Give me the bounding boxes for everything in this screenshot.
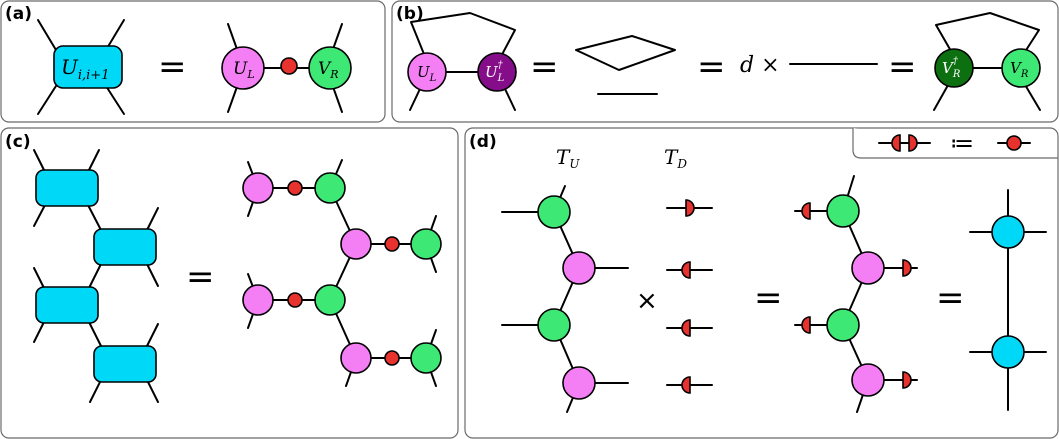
singular-values-node-d — [1006, 135, 1022, 151]
ul-symbol: UL — [233, 59, 255, 81]
panel-b-label: (b) — [396, 4, 424, 24]
tu-chain — [501, 185, 629, 413]
singular-values-node-c — [287, 180, 303, 196]
times-sign: × — [636, 286, 658, 316]
vr-dagger-symbol: V†R — [942, 56, 961, 80]
inset-frame — [852, 128, 1058, 159]
vr-node-c — [410, 228, 442, 260]
two-site-gate-node — [53, 45, 123, 89]
combined-half-node — [902, 259, 912, 277]
tu-symbol: TU — [556, 145, 580, 171]
td-column — [666, 199, 713, 394]
panel-a: (a) Ui,i+1 = UL VR — [0, 0, 386, 123]
vr-node-c — [314, 172, 346, 204]
equals-sign-b3: = — [888, 47, 917, 87]
vr-node — [308, 46, 352, 90]
equals-sign-b2: = — [697, 47, 726, 87]
ul-dagger-node — [477, 52, 517, 92]
ul-node-c — [242, 172, 274, 204]
ul-dagger-symbol: U†L — [485, 60, 505, 84]
combined-half-node — [902, 371, 912, 389]
td-half-node — [681, 319, 691, 337]
vr-node-c — [410, 342, 442, 374]
half-node-right — [908, 134, 918, 152]
singular-values-node-c — [384, 236, 400, 252]
vr-symbol-b: VR — [1010, 59, 1029, 80]
ul-symbol-b: UL — [417, 63, 437, 84]
reduced-chain — [969, 189, 1047, 411]
combined-vr-node — [826, 194, 860, 228]
ul-node-b — [407, 52, 447, 92]
ul-node-c — [340, 228, 372, 260]
gate-symbol: Ui,i+1 — [61, 55, 109, 83]
closed-loop — [575, 35, 676, 71]
td-half-node — [685, 199, 695, 217]
combined-vr-node — [826, 308, 860, 342]
brick-wall-circuit — [33, 149, 159, 403]
equals-sign-d1: = — [754, 278, 783, 318]
equals-sign: = — [158, 47, 187, 87]
td-half-node — [681, 376, 691, 394]
defines-symbol: ≔ — [950, 129, 974, 157]
td-symbol: TD — [664, 145, 687, 171]
equals-sign-b1: = — [530, 47, 559, 87]
ul-node — [221, 46, 265, 90]
combined-chain — [794, 175, 918, 413]
panel-a-frame — [0, 0, 386, 123]
panel-d-frame — [464, 127, 1059, 439]
gate-node — [35, 169, 99, 207]
combined-half-node — [801, 316, 811, 334]
panel-d: (d) ≔ TU TD — [464, 127, 1059, 439]
vr-node-c — [314, 284, 346, 316]
combined-ul-node — [851, 363, 885, 397]
vr-symbol: VR — [318, 59, 339, 81]
tu-vr-node — [537, 308, 571, 342]
panel-b-frame — [391, 0, 1059, 123]
gate-node — [93, 345, 157, 383]
panel-b: (b) UL U†L = = d × = V†R VR — [391, 0, 1059, 123]
tu-vr-node — [537, 195, 571, 229]
singular-values-node — [280, 57, 298, 75]
ul-node-c — [340, 342, 372, 374]
tu-ul-node — [562, 366, 596, 400]
equals-sign-d2: = — [936, 278, 965, 318]
gate-node — [93, 228, 157, 266]
reduced-node — [991, 215, 1025, 249]
panel-a-label: (a) — [5, 4, 32, 24]
panel-c-label: (c) — [5, 132, 31, 152]
td-half-node — [681, 261, 691, 279]
equals-sign-c: = — [186, 257, 215, 297]
combined-ul-node — [851, 251, 885, 285]
singular-values-node-c — [287, 292, 303, 308]
vr-dagger-node — [934, 48, 974, 88]
definition-inset: ≔ — [852, 128, 1058, 159]
ul-node-c — [242, 284, 274, 316]
half-node-left — [891, 134, 901, 152]
vr-node-b — [1001, 48, 1041, 88]
singular-values-node-c — [384, 350, 400, 366]
reduced-node — [991, 335, 1025, 369]
dimension-factor: d × — [740, 53, 780, 78]
gate-node — [35, 286, 99, 324]
tu-ul-node — [562, 251, 596, 285]
panel-d-label: (d) — [469, 132, 497, 152]
combined-half-node — [801, 202, 811, 220]
panel-c: (c) = — [0, 127, 459, 439]
decomposed-circuit — [242, 159, 442, 387]
